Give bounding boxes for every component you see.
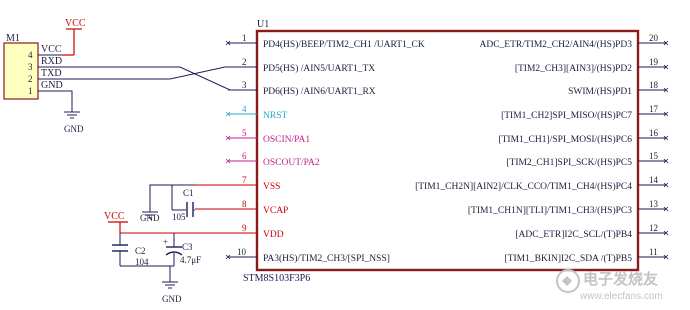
pin-19-name: [TIM2_CH3][AIN3]/(HS)PD2 bbox=[515, 63, 632, 74]
capacitor-c3-ref: C3 bbox=[182, 242, 193, 252]
pin-11-num: 11 bbox=[649, 247, 658, 257]
pin-17-num: 17 bbox=[649, 104, 659, 114]
pin-7-name: VSS bbox=[263, 182, 280, 192]
chip-right-nc-markers bbox=[663, 40, 669, 260]
pin-6-num: 6 bbox=[242, 151, 247, 161]
capacitor-c3-plus: + bbox=[163, 237, 168, 247]
pin-3-num: 3 bbox=[242, 80, 247, 90]
chip-ref: U1 bbox=[257, 19, 269, 30]
pin-13-num: 13 bbox=[649, 199, 659, 209]
pin-4-num: 4 bbox=[242, 104, 247, 114]
gnd-label-2: GND bbox=[140, 213, 160, 223]
pin-16-num: 16 bbox=[649, 128, 659, 138]
connector-body bbox=[3, 42, 39, 100]
gnd-label-1: GND bbox=[64, 124, 84, 134]
ground-symbol-icon bbox=[142, 211, 158, 219]
connector-ref: M1 bbox=[6, 33, 20, 44]
chip-left-pin-names: PD4(HS)/BEEP/TIM2_CH1 /UART1_CK PD5(HS) … bbox=[263, 39, 425, 264]
pin-14-name: [TIM1_CH2N][AIN2]/CLK_CCO/TIM1_CH4/(HS)P… bbox=[415, 181, 632, 192]
connector-pin-4-num: 4 bbox=[28, 50, 33, 60]
pin-2-name: PD5(HS) /AIN5/UART1_TX bbox=[263, 63, 375, 74]
pin-2-num: 2 bbox=[242, 57, 247, 67]
pin-1-name: PD4(HS)/BEEP/TIM2_CH1 /UART1_CK bbox=[263, 39, 425, 50]
chip-left-pin-numbers: 1 2 3 4 5 6 7 8 9 10 bbox=[237, 33, 247, 257]
gnd-label-3: GND bbox=[162, 294, 182, 304]
pin-8-name: VCAP bbox=[263, 206, 288, 216]
chip-left-nc-markers bbox=[225, 40, 231, 260]
pin-10-name: PA3(HS)/TIM2_CH3/[SPI_NSS] bbox=[263, 253, 390, 264]
pin-14-num: 14 bbox=[649, 175, 659, 185]
pin-5-num: 5 bbox=[242, 128, 247, 138]
chip-right-pin-lines bbox=[638, 42, 666, 258]
pin-7-num: 7 bbox=[242, 175, 247, 185]
pin-20-num: 20 bbox=[649, 33, 659, 43]
vdd-decoupling-wires bbox=[119, 233, 175, 282]
vcc-symbol-left bbox=[108, 221, 128, 233]
capacitor-c1-symbol bbox=[186, 202, 194, 217]
vcc-label-left: VCC bbox=[104, 211, 125, 222]
capacitor-c2-ref: C2 bbox=[135, 246, 146, 256]
connector-pin-1-num: 1 bbox=[28, 86, 33, 96]
net-label-rxd: RXD bbox=[41, 56, 62, 67]
capacitor-c1-ref: C1 bbox=[183, 188, 194, 198]
pin-5-name: OSCIN/PA1 bbox=[263, 135, 310, 145]
capacitor-c3-symbol bbox=[165, 246, 183, 256]
net-label-gnd-conn: GND bbox=[41, 80, 63, 91]
ground-symbol-icon bbox=[162, 281, 178, 289]
pin-9-num: 9 bbox=[242, 223, 247, 233]
connector-pin-lines bbox=[38, 54, 62, 92]
capacitor-c3-value: 4.7μF bbox=[180, 255, 201, 265]
pin-20-name: ADC_ETR/TIM2_CH2/AIN4/(HS)PD3 bbox=[479, 39, 632, 50]
chip-right-pin-numbers: 20 19 18 17 16 15 14 13 12 11 bbox=[649, 33, 659, 257]
capacitor-c1-value: 105 bbox=[172, 212, 186, 222]
pin-18-name: SWIM/(HS)PD1 bbox=[568, 86, 632, 97]
capacitor-c2-symbol bbox=[112, 244, 128, 252]
pin-6-name: OSCOUT/PA2 bbox=[263, 158, 320, 168]
elecfans-logo-icon bbox=[556, 269, 580, 293]
connector-pin-2-num: 2 bbox=[28, 74, 33, 84]
pin-17-name: [TIM1_CH2]SPI_MISO/(HS)PC7 bbox=[501, 110, 632, 121]
watermark-cn: 电子发烧友 bbox=[583, 270, 658, 288]
pin-12-num: 12 bbox=[649, 223, 658, 233]
vcc-symbol-top bbox=[62, 28, 82, 56]
net-label-txd: TXD bbox=[41, 68, 62, 79]
pin-9-name: VDD bbox=[263, 230, 284, 240]
connector-pin-3-num: 3 bbox=[28, 62, 33, 72]
pin-3-name: PD6(HS) /AIN6/UART1_RX bbox=[263, 86, 376, 97]
gnd-connector-wire bbox=[62, 90, 73, 112]
pin-12-name: [ADC_ETR]I2C_SCL/(T)PB4 bbox=[515, 229, 632, 240]
chip-body bbox=[255, 29, 640, 272]
pin-13-name: [TIM1_CH1N][TLI]/TIM1_CH3/(HS)PC3 bbox=[468, 205, 632, 216]
pin-8-num: 8 bbox=[242, 199, 247, 209]
vss-ground-network bbox=[149, 184, 195, 212]
pin-15-name: [TIM2_CH1]SPI_SCK/(HS)PC5 bbox=[506, 157, 632, 168]
pin-10-num: 10 bbox=[237, 247, 247, 257]
connector-pins: 4 3 2 1 bbox=[28, 50, 33, 96]
pin-18-num: 18 bbox=[649, 80, 659, 90]
net-label-vcc-conn: VCC bbox=[41, 44, 62, 55]
chip-left-pin-lines bbox=[120, 42, 257, 258]
uart-wires bbox=[62, 66, 240, 91]
watermark-url: www.elecfans.com bbox=[579, 291, 663, 302]
ground-symbol-icon bbox=[64, 111, 80, 119]
pin-15-num: 15 bbox=[649, 151, 659, 161]
pin-4-name: NRST bbox=[263, 111, 287, 121]
vcc-label-top: VCC bbox=[65, 18, 86, 29]
capacitor-c2-value: 104 bbox=[135, 257, 149, 267]
pin-16-name: [TIM1_CH1]/SPI_MOSI/(HS)PC6 bbox=[498, 134, 632, 145]
pin-11-name: [TIM1_BKIN]I2C_SDA /(T)PB5 bbox=[505, 253, 633, 264]
chip-right-pin-names: ADC_ETR/TIM2_CH2/AIN4/(HS)PD3 [TIM2_CH3]… bbox=[415, 39, 632, 264]
pin-1-num: 1 bbox=[242, 33, 247, 43]
chip-part-number: STM8S103F3P6 bbox=[243, 273, 310, 284]
pin-19-num: 19 bbox=[649, 57, 659, 67]
